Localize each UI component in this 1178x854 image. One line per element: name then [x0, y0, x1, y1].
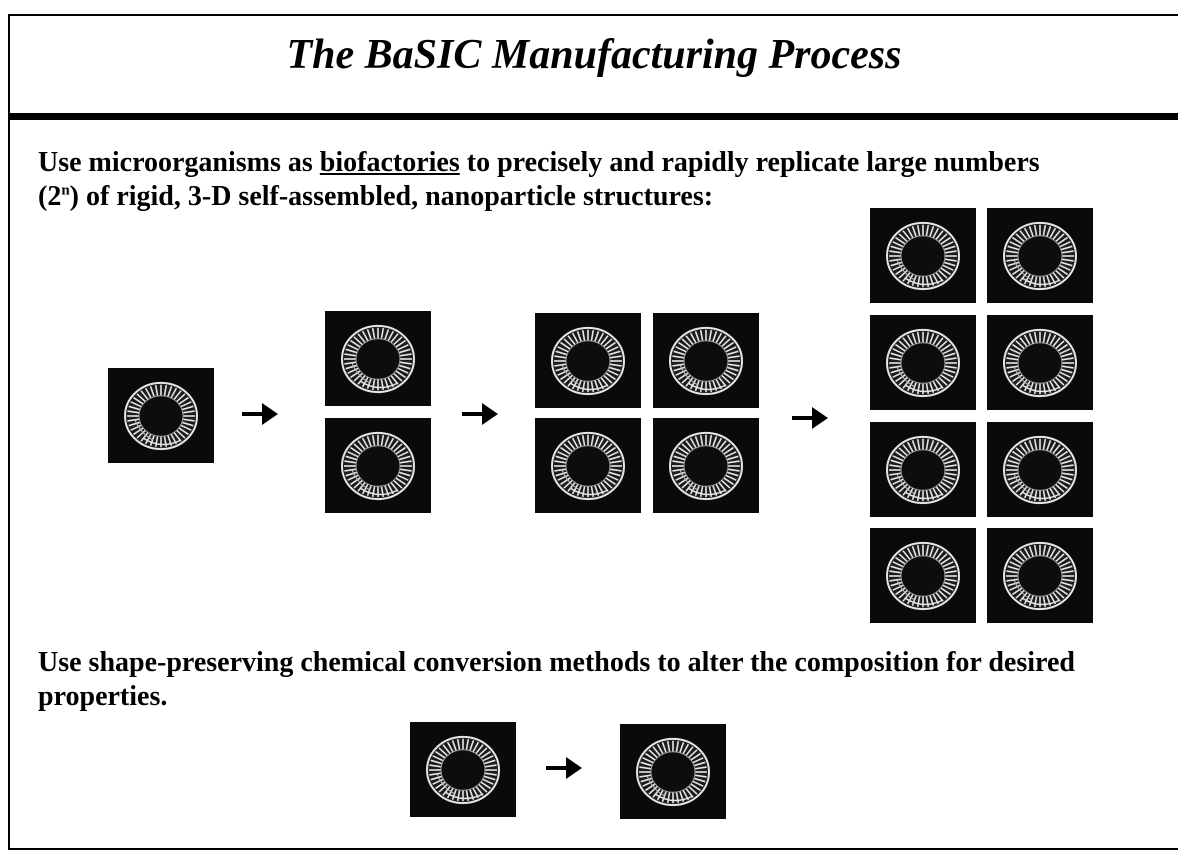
intro-line2-rest: ) of rigid, 3-D self-assembled, nanopart… — [69, 181, 714, 212]
right-arrow-icon — [544, 754, 584, 782]
diatom-image — [108, 368, 214, 463]
diatom-image — [870, 315, 976, 410]
intro-text-start: Use microorganisms as — [38, 147, 320, 178]
diatom-image — [987, 315, 1093, 410]
intro-paragraph: Use microorganisms as biofactories to pr… — [38, 146, 1176, 214]
diatom-image — [325, 418, 431, 513]
slide-frame — [8, 14, 1178, 850]
slide-title: The BaSIC Manufacturing Process — [286, 32, 902, 78]
diatom-image — [653, 418, 759, 513]
diatom-image — [870, 422, 976, 517]
right-arrow-icon — [240, 400, 280, 428]
diatom-image — [987, 528, 1093, 623]
diatom-image — [535, 313, 641, 408]
diatom-image — [987, 208, 1093, 303]
diatom-image — [535, 418, 641, 513]
right-arrow-icon — [790, 404, 830, 432]
diatom-image — [987, 422, 1093, 517]
diatom-image — [653, 313, 759, 408]
diatom-image — [870, 528, 976, 623]
exponent-n: n — [61, 182, 70, 199]
intro-line2-open: (2 — [38, 181, 62, 212]
right-arrow-icon — [460, 400, 500, 428]
biofactories-term: biofactories — [319, 147, 460, 178]
intro-text-end: to precisely and rapidly replicate large… — [459, 147, 1040, 178]
diatom-image — [410, 722, 516, 817]
conversion-paragraph: Use shape-preserving chemical conversion… — [38, 647, 1075, 712]
diatom-image — [325, 311, 431, 406]
diatom-image — [620, 724, 726, 819]
diatom-image — [870, 208, 976, 303]
title-divider — [10, 113, 1178, 120]
